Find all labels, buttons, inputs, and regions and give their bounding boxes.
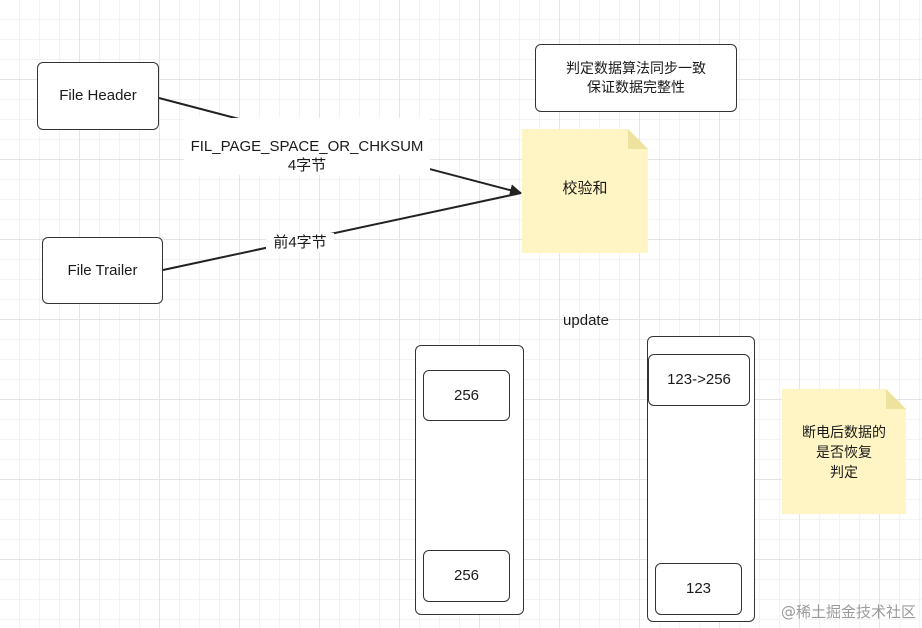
file-header-label: File Header (59, 87, 137, 104)
file-header-node[interactable]: File Header (37, 62, 159, 130)
recovery-note[interactable]: 断电后数据的 是否恢复 判定 (782, 389, 906, 514)
trailer-edge-label: 前4字节 (266, 233, 334, 252)
recovery-label: 断电后数据的 是否恢复 判定 (802, 423, 886, 480)
update-label-text: update (563, 312, 609, 329)
before-page-top-value[interactable]: 256 (423, 370, 510, 421)
header-edge-label-text: FIL_PAGE_SPACE_OR_CHKSUM 4字节 (190, 138, 424, 174)
update-label: update (553, 311, 619, 330)
watermark: @稀土掘金技术社区 (780, 603, 916, 621)
after-page-top-value[interactable]: 123->256 (648, 354, 750, 406)
header-edge-label: FIL_PAGE_SPACE_OR_CHKSUM 4字节 (184, 118, 430, 175)
before-page-bottom-text: 256 (453, 567, 480, 584)
after-page-bottom-text: 123 (685, 580, 712, 597)
purpose-label: 判定数据算法同步一致 保证数据完整性 (566, 60, 706, 95)
trailer-to-checksum-edge (162, 192, 522, 271)
before-page-bottom-value[interactable]: 256 (423, 550, 510, 602)
purpose-node[interactable]: 判定数据算法同步一致 保证数据完整性 (535, 44, 737, 112)
after-page-top-text: 123->256 (667, 371, 731, 388)
file-trailer-label: File Trailer (67, 261, 138, 279)
checksum-label: 校验和 (562, 180, 608, 197)
after-page-bottom-value[interactable]: 123 (655, 563, 742, 615)
before-page-top-text: 256 (453, 386, 480, 404)
checksum-note[interactable]: 校验和 (522, 129, 648, 253)
trailer-edge-label-text: 前4字节 (273, 234, 327, 251)
file-trailer-node[interactable]: File Trailer (42, 237, 163, 304)
